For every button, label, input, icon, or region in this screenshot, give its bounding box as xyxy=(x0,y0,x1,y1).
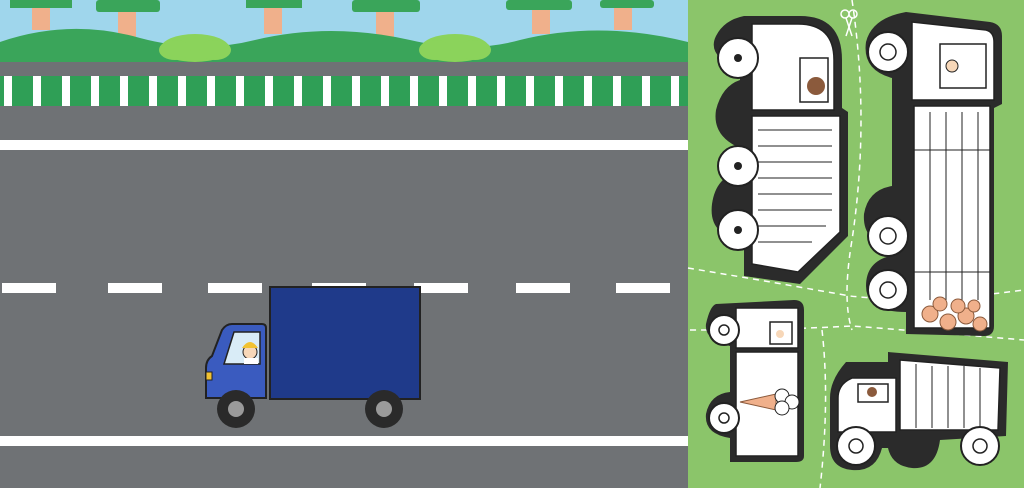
lane-line-bottom xyxy=(0,436,688,446)
fence-post xyxy=(207,76,215,106)
fence-post xyxy=(642,76,650,106)
trees xyxy=(10,0,654,38)
fence-post xyxy=(236,76,244,106)
fence-post xyxy=(526,76,534,106)
fence-post xyxy=(410,76,418,106)
tree xyxy=(352,0,420,38)
fence xyxy=(0,76,688,106)
truck-wheel-front xyxy=(217,390,255,428)
fence-post xyxy=(178,76,186,106)
fence-post xyxy=(671,76,679,106)
lane-dash xyxy=(208,283,262,293)
fence-post xyxy=(584,76,592,106)
fence-post xyxy=(4,76,12,106)
fence-post xyxy=(555,76,563,106)
tree xyxy=(10,0,72,30)
fence-post xyxy=(323,76,331,106)
fence-post xyxy=(381,76,389,106)
lane-dash xyxy=(414,283,468,293)
road-scene xyxy=(0,0,688,488)
truck-headlight xyxy=(205,371,213,381)
fence-post xyxy=(439,76,447,106)
cutout-ice-cream-truck xyxy=(705,300,804,462)
fence-post xyxy=(294,76,302,106)
fence-post xyxy=(613,76,621,106)
fence-post xyxy=(497,76,505,106)
bushes xyxy=(159,34,491,62)
tree xyxy=(246,0,302,34)
fence-post xyxy=(468,76,476,106)
log-ends xyxy=(921,296,988,332)
lane-dash xyxy=(2,283,56,293)
lane-dash xyxy=(516,283,570,293)
fence-post xyxy=(91,76,99,106)
cutout-sheet xyxy=(687,0,1024,488)
cutout-log-truck xyxy=(863,12,1002,336)
tree xyxy=(96,0,160,38)
tree xyxy=(600,0,654,30)
fence-post xyxy=(352,76,360,106)
cutout-dump-truck xyxy=(830,352,1008,471)
fence-post xyxy=(265,76,273,106)
ice-cream-cone-icon xyxy=(739,388,800,416)
fence-post xyxy=(120,76,128,106)
hills xyxy=(0,28,688,63)
fence-post xyxy=(62,76,70,106)
truck-wheel-rear xyxy=(365,390,403,428)
lane-dash xyxy=(616,283,670,293)
truck-driver xyxy=(242,342,258,364)
scissors-icon xyxy=(840,9,858,37)
lane-dash xyxy=(108,283,162,293)
truck-cargo xyxy=(269,286,421,400)
tree xyxy=(506,0,572,34)
fence-post xyxy=(149,76,157,106)
lane-line-top xyxy=(0,140,688,150)
delivery-truck xyxy=(205,286,421,428)
cutout-flatbed-truck xyxy=(711,16,848,284)
guard-rail-top xyxy=(0,62,688,76)
fence-post xyxy=(33,76,41,106)
